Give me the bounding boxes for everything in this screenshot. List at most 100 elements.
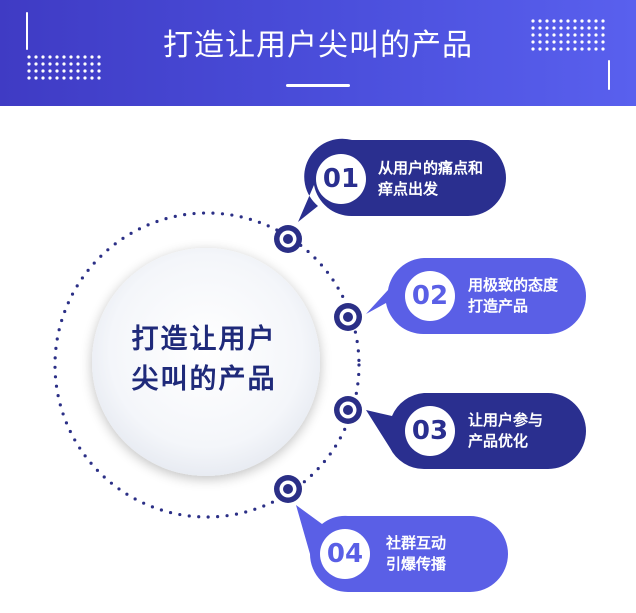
decor-dot: [538, 19, 542, 23]
decor-dot: [83, 62, 87, 66]
decor-dot: [90, 76, 94, 80]
decor-dot: [76, 76, 80, 80]
decor-dot: [587, 33, 591, 37]
center-circle: [92, 248, 320, 476]
center-label: 打造让用户 尖叫的产品: [104, 320, 304, 400]
decor-dot: [48, 76, 52, 80]
dotted-ring: [53, 211, 361, 519]
decor-dot: [587, 19, 591, 23]
decor-dot: [531, 33, 535, 37]
decor-dot: [83, 76, 87, 80]
decor-dot: [97, 55, 101, 59]
decor-dot: [90, 69, 94, 73]
decor-dot: [69, 62, 73, 66]
decor-dot: [48, 62, 52, 66]
step-text-4-line-1: 社群互动: [386, 534, 447, 552]
decor-dot: [76, 62, 80, 66]
step-number-4: 04: [320, 529, 370, 579]
decor-dot: [559, 26, 563, 30]
decor-dot: [552, 33, 556, 37]
decor-dot: [580, 40, 584, 44]
decor-dot: [559, 47, 563, 51]
step-number-1: 01: [316, 154, 366, 204]
step-number-3: 03: [405, 406, 455, 456]
decor-dot: [573, 47, 577, 51]
decor-dot: [34, 62, 38, 66]
decor-dot: [41, 62, 45, 66]
step-text-2-line-2: 打造产品: [468, 297, 529, 315]
decor-dot: [594, 47, 598, 51]
decor-dot: [76, 55, 80, 59]
decor-line-left: [26, 12, 28, 50]
decor-dot: [34, 55, 38, 59]
decor-dot: [90, 62, 94, 66]
decor-dot: [538, 33, 542, 37]
decor-dot: [48, 69, 52, 73]
decor-dot: [69, 69, 73, 73]
decor-dot: [531, 19, 535, 23]
step-text-4-line-2: 引爆传播: [386, 555, 447, 573]
decor-dot: [34, 69, 38, 73]
ring-node-3: [334, 396, 362, 424]
decor-dots-right: [531, 19, 605, 51]
decor-dot: [552, 19, 556, 23]
decor-dot: [41, 55, 45, 59]
decor-dot: [538, 40, 542, 44]
step-text-3-line-1: 让用户参与: [468, 411, 544, 429]
decor-dot: [587, 40, 591, 44]
decor-dot: [580, 33, 584, 37]
decor-dot: [559, 40, 563, 44]
decor-dot: [601, 47, 605, 51]
decor-dot: [41, 76, 45, 80]
step-text-3: 让用户参与 产品优化: [468, 410, 543, 452]
decor-dot: [580, 26, 584, 30]
decor-dot: [587, 26, 591, 30]
decor-dot: [27, 55, 31, 59]
ring-node-1: [274, 225, 302, 253]
decor-dot: [69, 55, 73, 59]
decor-dot: [538, 47, 542, 51]
decor-dot: [62, 69, 66, 73]
decor-dot: [566, 26, 570, 30]
decor-dot: [566, 40, 570, 44]
decor-dot: [545, 40, 549, 44]
decor-dot: [83, 69, 87, 73]
decor-dot: [594, 26, 598, 30]
decor-dot: [545, 19, 549, 23]
decor-dot: [566, 47, 570, 51]
decor-dot: [573, 26, 577, 30]
decor-dot: [531, 47, 535, 51]
decor-dot: [566, 33, 570, 37]
decor-dot: [594, 40, 598, 44]
decor-dot: [27, 76, 31, 80]
decor-dot: [27, 62, 31, 66]
decor-dot: [83, 55, 87, 59]
decor-dot: [552, 26, 556, 30]
decor-dot: [90, 55, 94, 59]
step-text-1-line-2: 痒点出发: [378, 180, 439, 198]
decor-dot: [573, 33, 577, 37]
title-underline: [286, 84, 350, 87]
decor-dot: [545, 47, 549, 51]
center-label-line-1: 打造让用户: [131, 324, 277, 355]
decor-dot: [62, 76, 66, 80]
header-banner: 打造让用户尖叫的产品: [0, 0, 636, 106]
center-label-line-2: 尖叫的产品: [131, 364, 277, 395]
step-text-4: 社群互动 引爆传播: [386, 533, 446, 575]
decor-dot: [552, 47, 556, 51]
page-title: 打造让用户尖叫的产品: [163, 28, 473, 63]
step-text-2-line-1: 用极致的态度: [468, 276, 559, 294]
decor-dot: [566, 19, 570, 23]
decor-dot: [27, 69, 31, 73]
decor-dot: [587, 47, 591, 51]
decor-dot: [62, 55, 66, 59]
decor-dot: [580, 47, 584, 51]
decor-dot: [594, 33, 598, 37]
decor-dot: [531, 26, 535, 30]
step-text-2: 用极致的态度 打造产品: [468, 275, 558, 317]
decor-dot: [601, 19, 605, 23]
step-text-1-line-1: 从用户的痛点和: [378, 159, 484, 177]
decor-dot: [62, 62, 66, 66]
decor-dot: [55, 62, 59, 66]
decor-dots-left: [27, 55, 101, 80]
